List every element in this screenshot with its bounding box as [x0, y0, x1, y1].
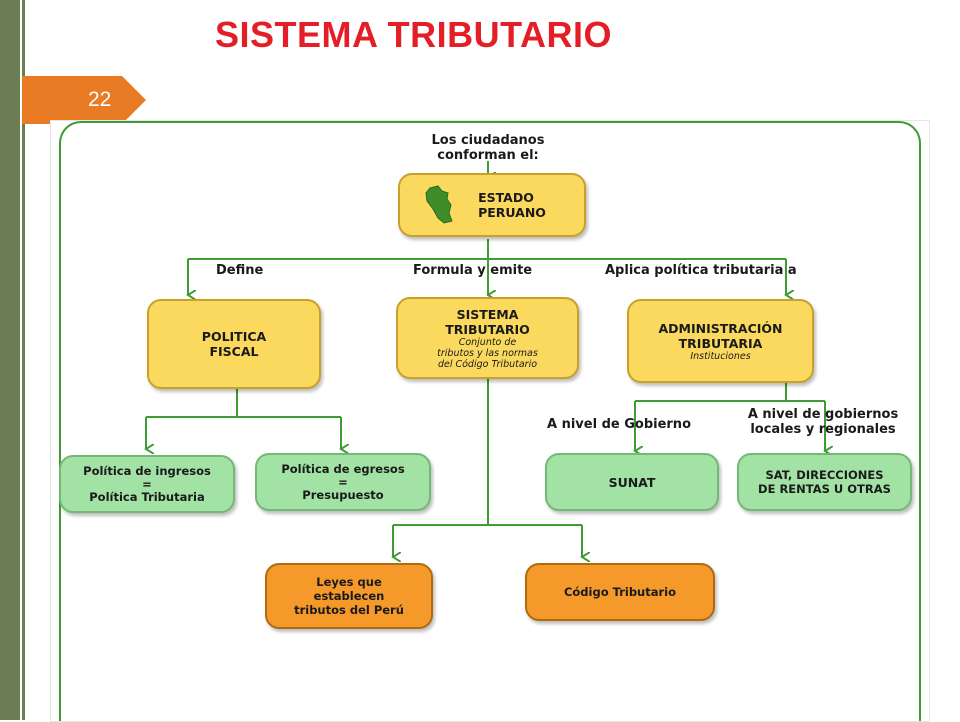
administracion-tributaria-box: ADMINISTRACIÓN TRIBUTARIA Instituciones	[627, 299, 814, 383]
aplica-label: Aplica política tributaria a	[605, 263, 797, 278]
sat-label: SAT, DIRECCIONES DE RENTAS U OTRAS	[758, 468, 891, 496]
codigo-box: Código Tributario	[525, 563, 715, 621]
politica-fiscal-label: POLITICA FISCAL	[201, 329, 267, 359]
define-label: Define	[216, 263, 264, 278]
sat-box: SAT, DIRECCIONES DE RENTAS U OTRAS	[737, 453, 912, 511]
gobierno-label: A nivel de Gobierno	[547, 417, 691, 432]
sunat-label: SUNAT	[608, 474, 656, 490]
estado-peruano-box: ESTADO PERUANO	[398, 173, 586, 237]
diagram-frame	[59, 121, 921, 721]
sunat-box: SUNAT	[545, 453, 719, 511]
sistema-tributario-sublabel: Conjunto de tributos y las normas del Có…	[437, 336, 538, 370]
slide-number-badge: 22	[22, 76, 146, 124]
peru-map-icon	[425, 185, 453, 224]
sistema-tributario-label: SISTEMA TRIBUTARIO	[445, 306, 530, 337]
connector-lines	[51, 161, 929, 721]
administracion-tributaria-sublabel: Instituciones	[690, 350, 751, 362]
politica-fiscal-box: POLITICA FISCAL	[147, 299, 321, 389]
formula-label: Formula y emite	[413, 263, 533, 278]
slide-number: 22	[88, 88, 112, 111]
sistema-tributario-box: SISTEMA TRIBUTARIO Conjunto de tributos …	[396, 297, 579, 379]
intro-label: Los ciudadanos conforman el:	[431, 133, 545, 163]
politica-ingresos-box: Política de ingresos = Política Tributar…	[59, 455, 235, 513]
locales-label: A nivel de gobiernos locales y regionale…	[747, 407, 899, 437]
politica-egresos-box: Política de egresos = Presupuesto	[255, 453, 431, 511]
slide-title: SISTEMA TRIBUTARIO	[215, 14, 612, 55]
tax-system-diagram: Los ciudadanos conforman el: ESTADO PERU…	[50, 120, 930, 722]
leyes-box: Leyes que establecen tributos del Perú	[265, 563, 433, 629]
politica-ingresos-label: Política de ingresos = Política Tributar…	[83, 463, 211, 504]
slide-number-arrow-shape	[22, 76, 146, 124]
leyes-label: Leyes que establecen tributos del Perú	[294, 575, 404, 617]
sidebar-accent-bar	[0, 0, 20, 720]
codigo-label: Código Tributario	[563, 584, 677, 599]
politica-egresos-label: Política de egresos = Presupuesto	[281, 461, 405, 502]
administracion-tributaria-label: ADMINISTRACIÓN TRIBUTARIA	[658, 320, 783, 351]
estado-peruano-label: ESTADO PERUANO	[478, 190, 546, 220]
sidebar-accent-line	[22, 0, 25, 720]
